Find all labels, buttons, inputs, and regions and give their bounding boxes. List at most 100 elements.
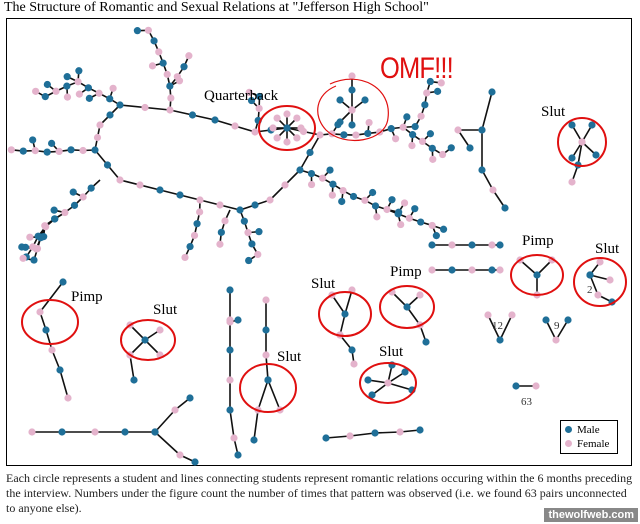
highlight-circle [573,257,627,307]
highlight-circle [379,285,435,329]
male-student-node [29,136,37,144]
male-student-node [417,218,425,226]
female-student-node [141,103,149,112]
female-student-node [508,311,516,319]
female-student-node [266,196,274,204]
female-student-node [283,110,291,118]
female-student-node [318,174,327,182]
female-student-node [32,87,40,95]
male-student-node [340,131,348,139]
male-student-node [58,428,66,436]
female-student-node [33,244,42,253]
relation-edge [492,189,506,209]
male-student-node [496,241,504,249]
female-student-node [230,434,238,442]
male-student-node [488,266,496,274]
female-student-node [245,88,253,96]
relation-edge [481,169,494,191]
male-student-node [41,93,49,101]
female-student-node [79,193,87,201]
male-student-node [236,206,244,214]
male-student-node [388,196,396,204]
highlight-circle [120,319,176,361]
male-student-node [180,63,188,71]
legend-male-label: Male [577,424,600,436]
female-student-node [176,451,184,459]
male-student-node [336,118,344,126]
male-student-node [255,228,263,236]
figure-title: The Structure of Romantic and Sexual Rel… [4,0,429,15]
legend: Male Female [560,420,618,454]
male-student-node [421,101,429,109]
relation-edge [555,319,569,341]
female-student-node [273,114,281,122]
male-student-node [121,428,129,436]
female-student-node [136,181,144,189]
male-student-node [116,101,124,109]
male-student-node [283,124,291,132]
male-student-node [426,130,435,138]
male-student-node [568,121,576,129]
male-student-node [364,376,372,384]
female-student-node [61,208,69,217]
male-student-node [56,366,64,374]
relation-edge [374,431,401,434]
male-student-node [226,286,234,294]
relation-edge [229,409,235,439]
male-student-node [322,434,330,442]
relation-edge [154,431,181,456]
relation-edge [487,314,501,341]
male-student-node [468,241,476,249]
female-student-node [109,84,117,92]
female-student-node [196,196,204,204]
female-student-node [399,123,407,131]
female-student-node [596,258,604,266]
male-student-node [426,77,434,86]
female-student-node [384,379,392,387]
female-student-node [196,208,204,216]
female-student-node [293,114,301,122]
female-student-node [454,126,462,134]
male-student-node [568,154,576,162]
female-student-node [428,266,436,274]
female-student-node [96,121,104,129]
male-student-node [348,86,356,94]
female-student-node [173,73,181,81]
female-student-node [346,432,354,440]
highlight-circle [359,362,417,404]
female-student-node [429,155,437,163]
female-student-node [163,70,171,78]
female-student-node [64,394,72,402]
male-student-node [240,217,248,225]
female-student-node [578,138,586,146]
male-student-node [133,27,141,35]
male-student-node [103,161,112,169]
female-student-node [91,428,99,436]
pattern-count: 63 [521,396,532,408]
female-student-node [348,72,356,80]
female-student-node [79,146,87,155]
male-student-node [439,225,448,233]
slut-label: Slut [311,276,336,292]
female-student-node [144,26,152,34]
male-student-node [75,67,83,75]
female-student-node [262,351,270,359]
male-student-node [361,96,369,104]
female-student-node [55,147,63,156]
male-student-node [401,368,409,376]
male-student-node [338,197,346,206]
legend-female: Female [565,437,613,451]
male-student-node [488,88,496,96]
relation-edge [331,294,346,315]
female-student-node [383,205,391,214]
female-student-node [606,276,614,284]
female-student-node [307,180,316,189]
female-student-node [428,221,436,230]
female-student-node [438,150,447,159]
female-student-node [48,346,56,354]
male-student-node [63,73,71,81]
male-student-node [30,256,38,264]
male-student-node [512,382,520,390]
male-student-node [70,201,79,209]
female-student-node [532,382,540,390]
